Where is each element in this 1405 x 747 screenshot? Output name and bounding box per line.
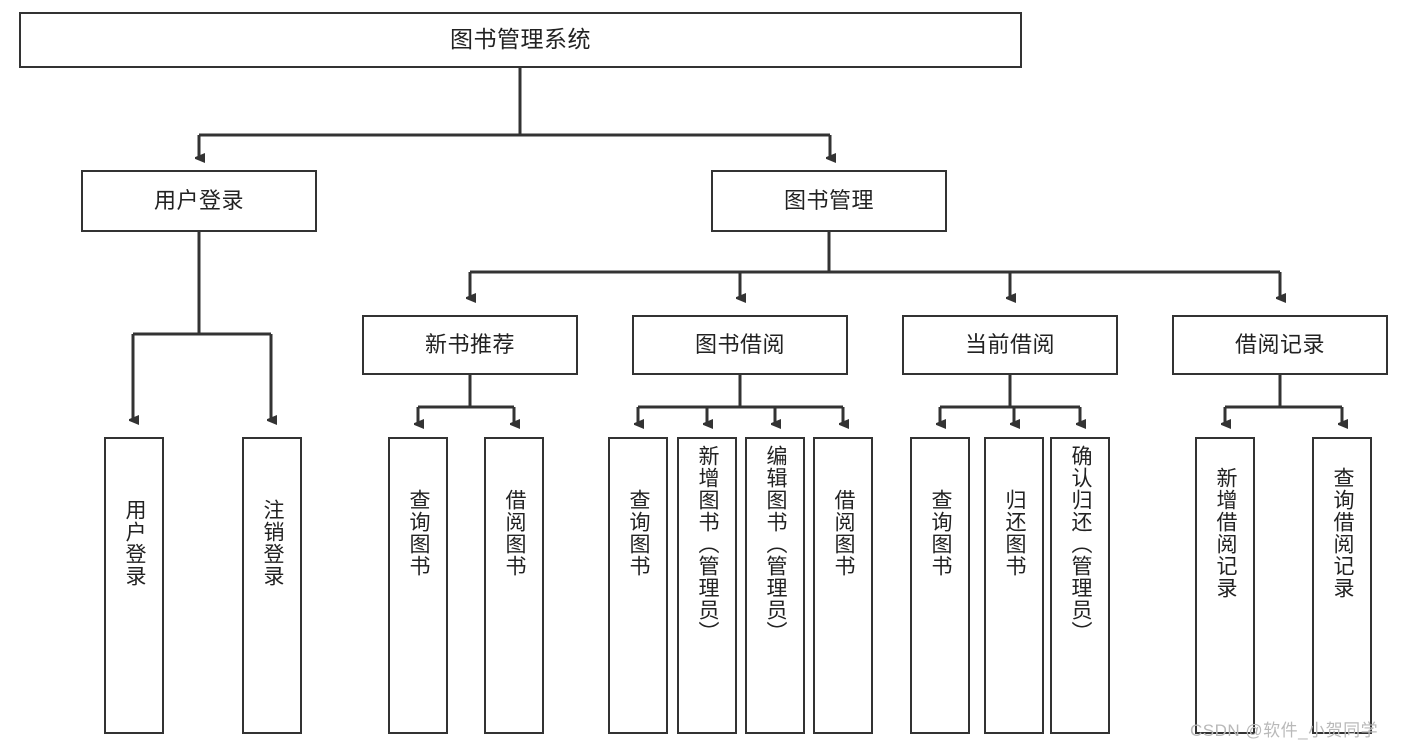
leaf-borrow-book-2-label: 借阅图书 [832,489,856,577]
node-book-manage-label: 图书管理 [783,188,874,214]
leaf-user-logout-label: 注销登录 [261,499,285,587]
node-user-login[interactable]: 用户登录 [81,170,317,232]
leaf-add-borrow-record[interactable]: 新增借阅记录 [1195,437,1255,734]
leaf-borrow-book-2[interactable]: 借阅图书 [813,437,873,734]
leaf-confirm-return-admin[interactable]: 确认归还（管理员） [1050,437,1110,734]
leaf-confirm-return-admin-label: 确认归还（管理员） [1069,445,1093,643]
leaf-borrow-book-1-label: 借阅图书 [503,489,527,577]
node-user-login-label: 用户登录 [153,188,244,214]
leaf-add-book-admin[interactable]: 新增图书（管理员） [677,437,737,734]
node-current-borrow[interactable]: 当前借阅 [902,315,1118,375]
node-root-label: 图书管理系统 [450,26,591,53]
leaf-borrow-book-1[interactable]: 借阅图书 [484,437,544,734]
leaf-query-book-3-label: 查询图书 [929,489,953,577]
node-book-borrow-label: 图书借阅 [694,332,785,358]
leaf-edit-book-admin-label: 编辑图书（管理员） [764,445,788,643]
node-borrow-record[interactable]: 借阅记录 [1172,315,1388,375]
leaf-query-book-3[interactable]: 查询图书 [910,437,970,734]
leaf-user-login-label: 用户登录 [123,499,147,587]
leaf-query-borrow-record[interactable]: 查询借阅记录 [1312,437,1372,734]
leaf-add-book-admin-label: 新增图书（管理员） [696,445,720,643]
leaf-return-book[interactable]: 归还图书 [984,437,1044,734]
node-book-borrow[interactable]: 图书借阅 [632,315,848,375]
node-current-borrow-label: 当前借阅 [964,332,1055,358]
leaf-query-book-1-label: 查询图书 [407,489,431,577]
leaf-query-book-2[interactable]: 查询图书 [608,437,668,734]
leaf-user-login[interactable]: 用户登录 [104,437,164,734]
leaf-edit-book-admin[interactable]: 编辑图书（管理员） [745,437,805,734]
leaf-query-borrow-record-label: 查询借阅记录 [1331,467,1355,599]
leaf-return-book-label: 归还图书 [1003,489,1027,577]
leaf-query-book-1[interactable]: 查询图书 [388,437,448,734]
leaf-query-book-2-label: 查询图书 [627,489,651,577]
leaf-user-logout[interactable]: 注销登录 [242,437,302,734]
node-new-book-recommend-label: 新书推荐 [424,332,515,358]
csdn-watermark-text: CSDN @软件_小贺同学 [1190,721,1379,740]
leaf-add-borrow-record-label: 新增借阅记录 [1214,467,1238,599]
csdn-watermark: CSDN @软件_小贺同学 [1190,716,1378,741]
node-book-manage[interactable]: 图书管理 [711,170,947,232]
node-root[interactable]: 图书管理系统 [19,12,1022,68]
node-borrow-record-label: 借阅记录 [1234,332,1325,358]
node-new-book-recommend[interactable]: 新书推荐 [362,315,578,375]
